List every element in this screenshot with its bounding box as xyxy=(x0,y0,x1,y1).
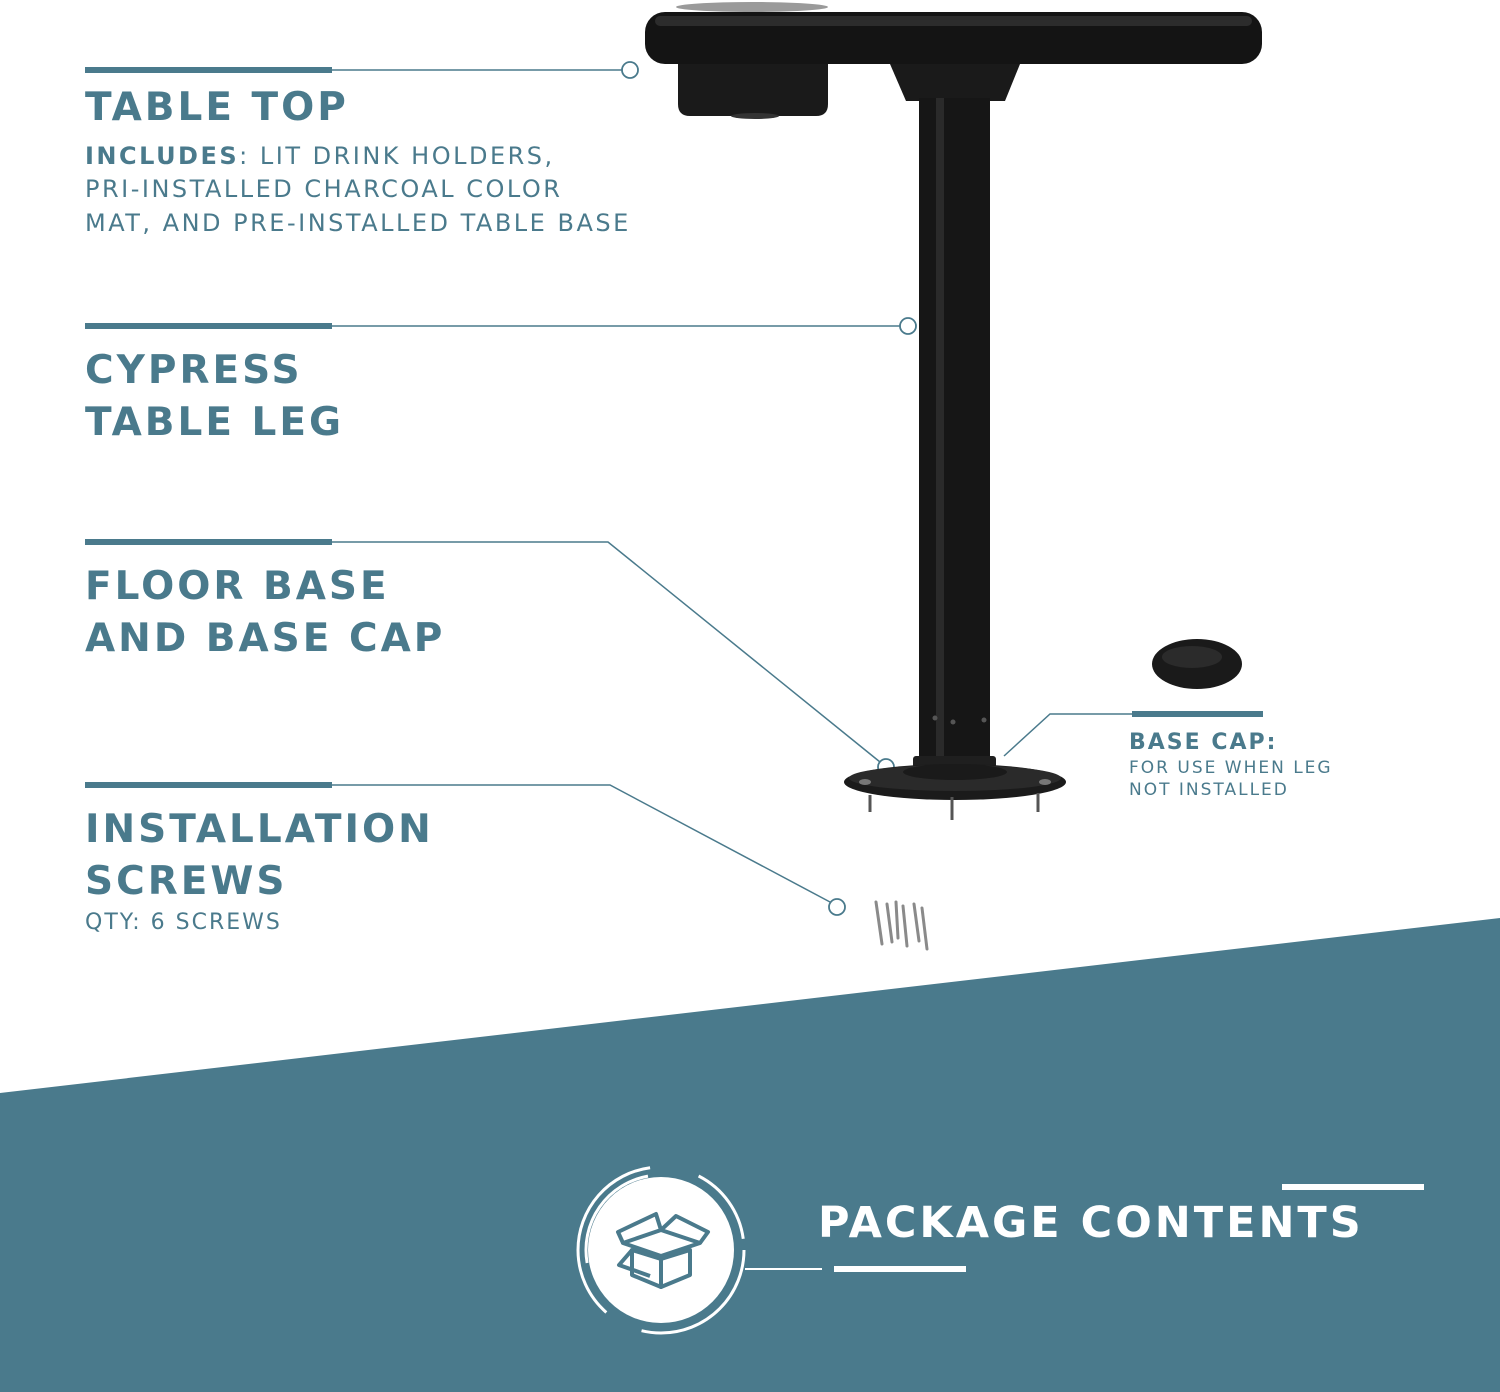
floor-base-title-line1: FLOOR BASE xyxy=(85,564,390,609)
base-cap-leader xyxy=(1003,711,1263,757)
open-box-icon xyxy=(616,1212,710,1289)
table-top-desc-line2: PRI-INSTALLED CHARCOAL COLOR xyxy=(85,175,563,203)
base-cap-desc-line1: FOR USE WHEN LEG xyxy=(1129,758,1333,778)
screws-leader xyxy=(85,782,846,916)
includes-text: : LIT DRINK HOLDERS, xyxy=(239,142,555,170)
table-top-desc-line3: MAT, AND PRE-INSTALLED TABLE BASE xyxy=(85,209,631,237)
base-cap-title: BASE CAP: xyxy=(1129,730,1278,755)
screws-title-line1: INSTALLATION xyxy=(85,807,434,852)
banner-background xyxy=(0,918,1500,1392)
table-leg-title-line2: TABLE LEG xyxy=(85,400,345,445)
base-cap-desc-line2: NOT INSTALLED xyxy=(1129,780,1289,800)
table-product-image xyxy=(645,2,1262,820)
table-top-leader xyxy=(85,61,639,79)
table-leg-leader xyxy=(85,317,917,335)
includes-label: INCLUDES xyxy=(85,142,240,170)
screws-title-line2: SCREWS xyxy=(85,859,288,904)
package-contents-title: PACKAGE CONTENTS xyxy=(818,1198,1364,1248)
table-leg-title-line1: CYPRESS xyxy=(85,348,303,393)
table-top-includes: INCLUDES: LIT DRINK HOLDERS, xyxy=(85,139,555,173)
table-top-title: TABLE TOP xyxy=(85,85,349,130)
screws-qty: QTY: 6 SCREWS xyxy=(85,910,282,935)
screws-image xyxy=(874,900,929,951)
floor-base-title-line2: AND BASE CAP xyxy=(85,616,446,661)
package-emblem xyxy=(576,1165,1424,1335)
